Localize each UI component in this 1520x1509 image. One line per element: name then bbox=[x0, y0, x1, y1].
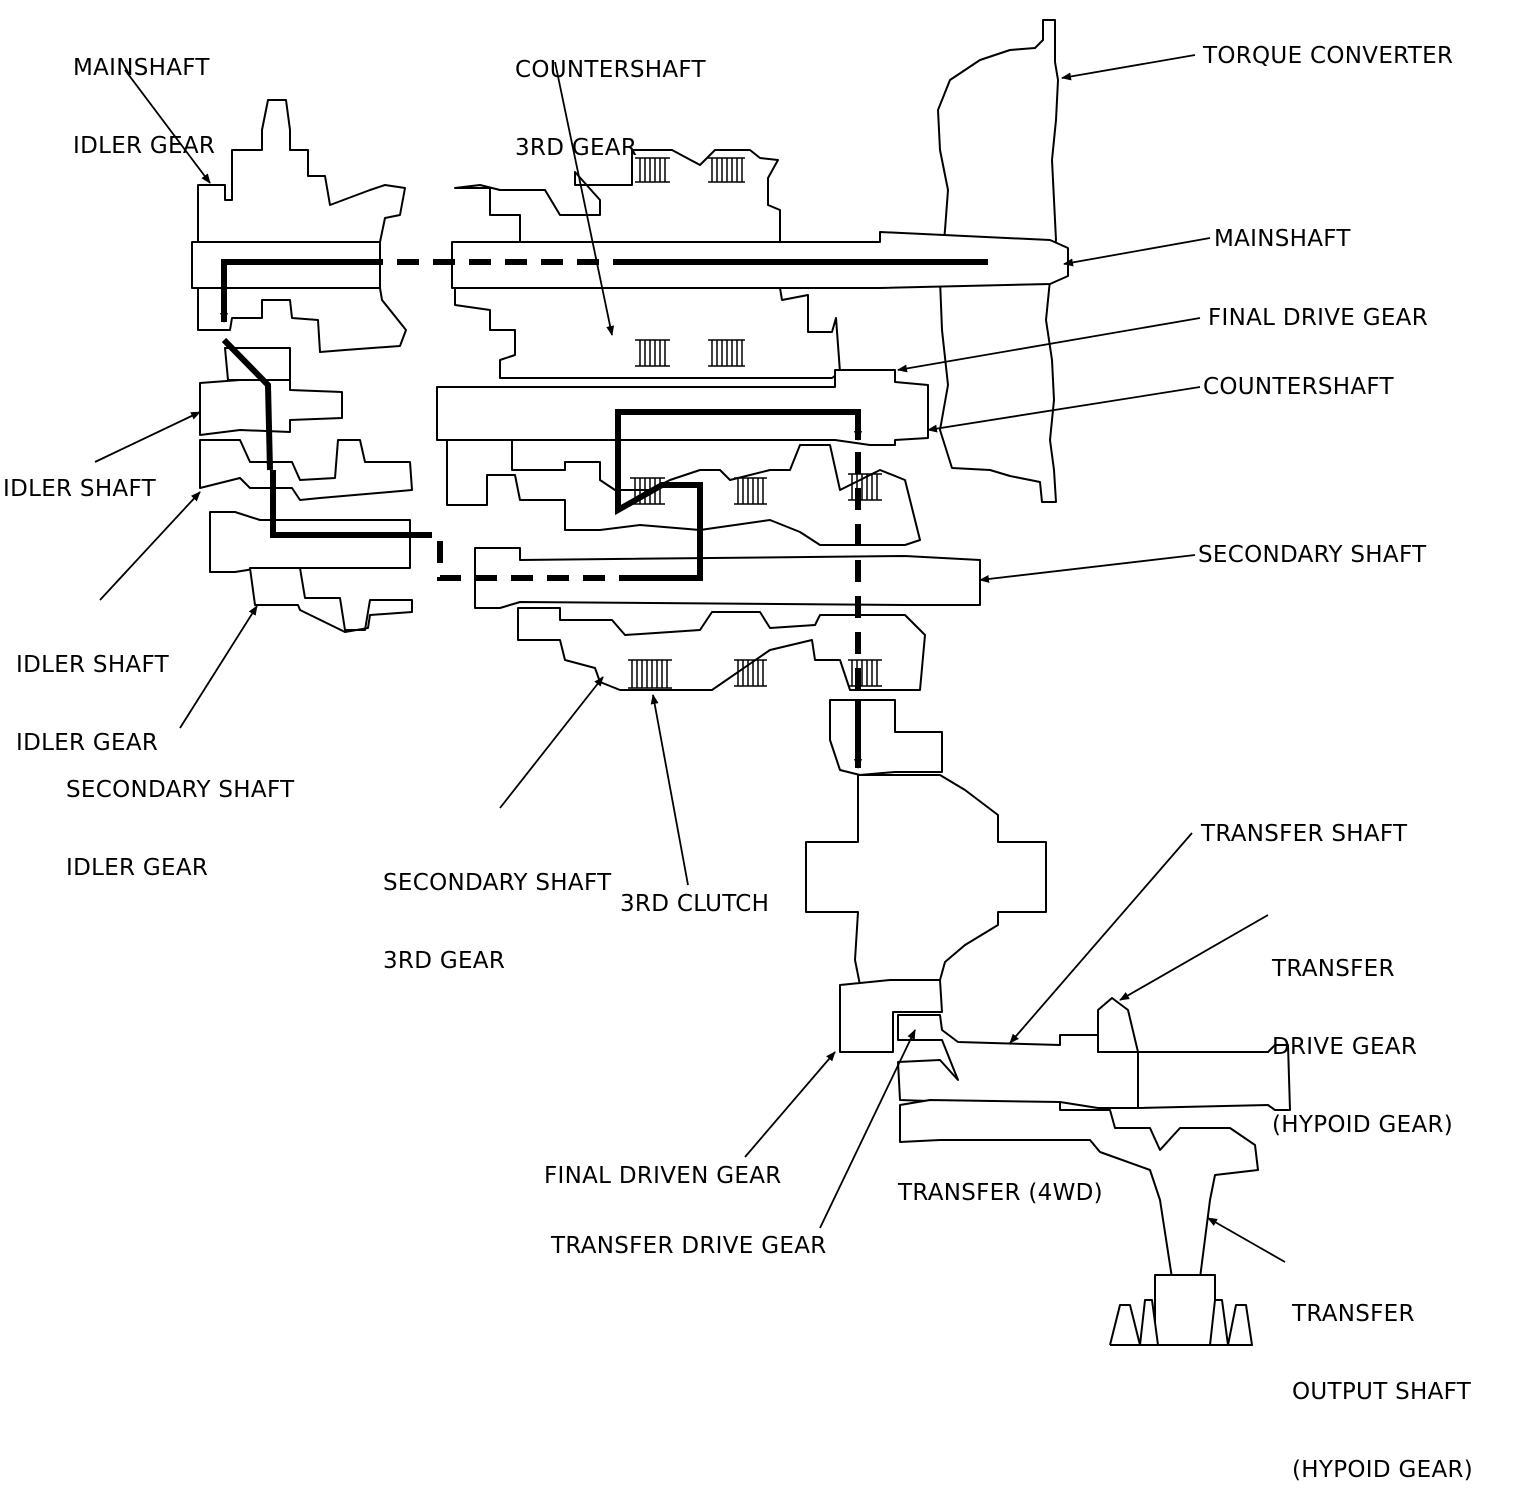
countershaft-body bbox=[436, 369, 929, 446]
transfer-shaft-body bbox=[1137, 1044, 1291, 1111]
leader-torque-converter bbox=[1061, 54, 1196, 81]
label-transfer-shaft: TRANSFER SHAFT bbox=[1201, 821, 1408, 847]
clutch-pack-mid-right bbox=[708, 339, 745, 367]
label-idler-shaft-idler-gear: IDLER SHAFT IDLER GEAR bbox=[16, 652, 169, 756]
transfer-output-shaft bbox=[1154, 1274, 1216, 1346]
third-clutch-pack bbox=[628, 659, 672, 689]
leader-transfer-drive-gear-hypoid bbox=[1119, 914, 1269, 1001]
leader-secondary-shaft bbox=[979, 554, 1196, 583]
secondary-shaft-left-body bbox=[209, 511, 411, 573]
transfer-drive-gear-hypoid bbox=[1097, 997, 1139, 1053]
mainshaft-lower-gear bbox=[197, 287, 407, 353]
clutch-pack-mid-left bbox=[635, 339, 670, 367]
transfer-lower-housing bbox=[899, 1099, 1259, 1279]
final-driven-gear bbox=[839, 979, 943, 1053]
mainshaft-idler-gear bbox=[197, 99, 406, 243]
label-transfer-drive-gear: TRANSFER DRIVE GEAR bbox=[551, 1233, 827, 1259]
leader-transfer-shaft bbox=[1009, 832, 1193, 1044]
upper-gear-cluster bbox=[454, 149, 781, 243]
label-mainshaft: MAINSHAFT bbox=[1214, 226, 1351, 252]
leader-final-drive-gear bbox=[897, 317, 1201, 373]
leader-mainshaft bbox=[1063, 237, 1211, 267]
label-mainshaft-idler-gear: MAINSHAFT IDLER GEAR bbox=[73, 55, 216, 159]
leader-secondary-shaft-3rd-gear bbox=[499, 676, 604, 809]
leader-3rd-clutch bbox=[650, 694, 689, 886]
idler-shaft-idler-gear bbox=[199, 439, 413, 501]
leader-countershaft bbox=[927, 386, 1201, 433]
leader-mainshaft-idler-gear bbox=[124, 69, 211, 184]
label-transfer-drive-gear-hypoid: TRANSFER DRIVE GEAR (HYPOID GEAR) bbox=[1272, 956, 1454, 1138]
leader-countershaft-3rd-gear bbox=[554, 61, 615, 336]
power-flow-secondary-shaft bbox=[615, 409, 862, 581]
leader-transfer-output-shaft bbox=[1207, 1217, 1286, 1263]
leader-secondary-shaft-idler-gear bbox=[179, 605, 258, 729]
countershaft-lower-cluster bbox=[446, 439, 921, 546]
power-flow-secondary-idler bbox=[270, 470, 410, 538]
label-idler-shaft: IDLER SHAFT bbox=[3, 476, 156, 502]
transmission-power-flow-diagram: MAINSHAFT IDLER GEAR COUNTERSHAFT 3RD GE… bbox=[3, 19, 1473, 1483]
final-driven-gear-upper bbox=[829, 699, 943, 776]
label-torque-converter: TORQUE CONVERTER bbox=[1203, 43, 1454, 69]
label-countershaft-3rd-gear: COUNTERSHAFT 3RD GEAR bbox=[515, 57, 706, 161]
clutch-pack-upper-right bbox=[708, 157, 745, 183]
power-flow-idler-shaft bbox=[221, 337, 274, 471]
secondary-shaft-idler-gear bbox=[249, 567, 413, 633]
clutch-pack-upper-left bbox=[635, 157, 670, 183]
clutch-pack-lower-mid bbox=[734, 477, 767, 505]
differential-housing bbox=[805, 774, 1047, 986]
label-transfer-4wd: TRANSFER (4WD) bbox=[898, 1180, 1103, 1206]
secondary-shaft-body bbox=[474, 547, 981, 609]
label-final-driven-gear: FINAL DRIVEN GEAR bbox=[544, 1163, 782, 1189]
label-countershaft: COUNTERSHAFT bbox=[1203, 374, 1394, 400]
secondary-shaft-3rd-gear bbox=[517, 607, 926, 691]
label-secondary-shaft-3rd-gear: SECONDARY SHAFT 3RD GEAR bbox=[383, 870, 612, 974]
label-secondary-shaft-idler-gear: SECONDARY SHAFT IDLER GEAR bbox=[66, 777, 295, 881]
leader-idler-shaft-idler-gear bbox=[99, 491, 201, 601]
clutch-pack-lower-right bbox=[848, 473, 882, 501]
label-final-drive-gear: FINAL DRIVE GEAR bbox=[1208, 305, 1428, 331]
power-flow-mainshaft-idler bbox=[220, 259, 380, 323]
leader-transfer-drive-gear bbox=[819, 1029, 916, 1229]
label-transfer-output-shaft-hypoid: TRANSFER OUTPUT SHAFT (HYPOID GEAR) bbox=[1292, 1301, 1474, 1483]
transfer-drive-gear bbox=[897, 1014, 1139, 1109]
leader-final-driven-gear bbox=[744, 1051, 836, 1158]
clutch-pack-bottom-mid bbox=[734, 659, 767, 687]
label-3rd-clutch: 3RD CLUTCH bbox=[620, 891, 770, 917]
power-flow-secondary-dashed bbox=[410, 532, 640, 581]
drivetrain-cross-section bbox=[94, 19, 1291, 1346]
mid-upper-gear-cluster bbox=[454, 287, 841, 379]
output-shaft-spline bbox=[1109, 1299, 1253, 1346]
label-secondary-shaft: SECONDARY SHAFT bbox=[1198, 542, 1427, 568]
leader-idler-shaft bbox=[94, 411, 201, 463]
